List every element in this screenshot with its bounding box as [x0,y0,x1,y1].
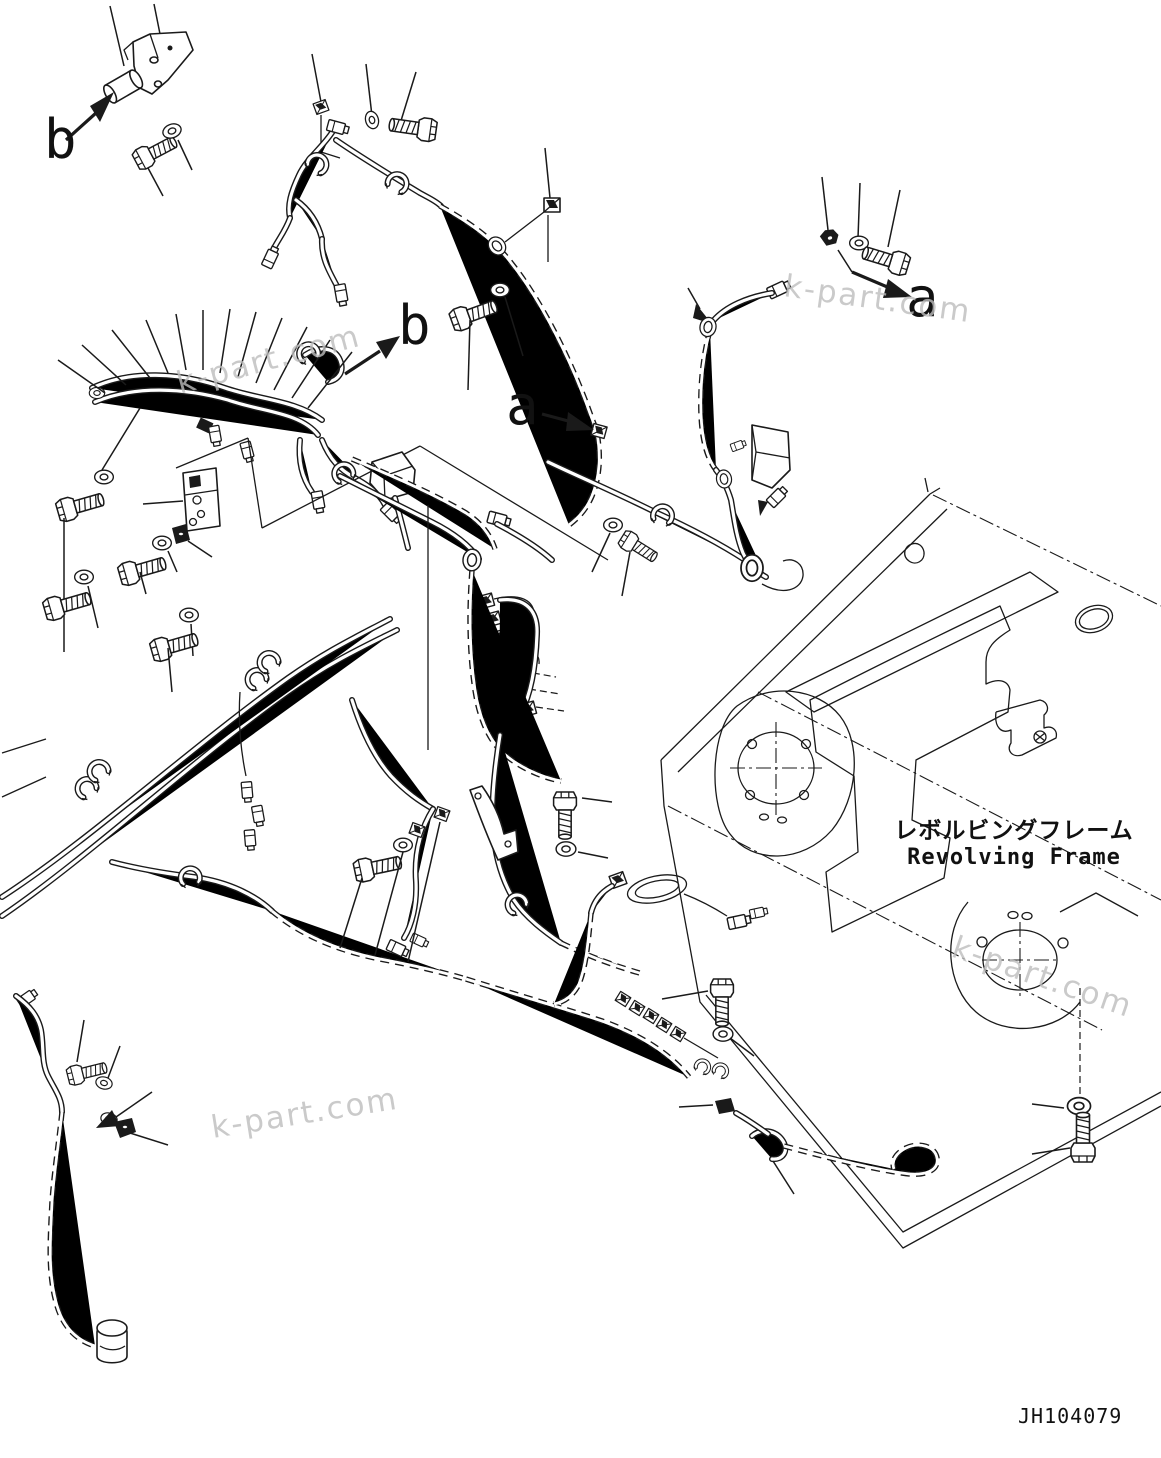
nut [817,225,842,249]
left-fastener-group [41,437,609,693]
connector [260,244,282,270]
washer [178,607,200,623]
detail-a-callout-group: a [817,176,939,329]
wire-clamp [711,1062,730,1080]
detail-b-callout-group: b [44,3,194,197]
view-b-mid-callout: b [344,294,431,376]
main-arc-harness [440,147,608,525]
watermark-text: k-part.com [173,318,365,402]
washer [93,469,115,485]
bolt [552,791,578,840]
washer [489,282,511,298]
washer [93,1074,115,1092]
view-label-a-mid: a [506,374,539,437]
harness-clip [590,422,608,440]
mid-right-fasteners [548,462,745,597]
bolt [1070,1111,1096,1163]
harness-clip [312,98,330,116]
connector [250,804,266,828]
connector [726,912,753,931]
bolt [386,112,439,144]
drawing-number: JH104079 [1018,1404,1122,1428]
ring-terminal [88,386,106,400]
callout-leaders [57,308,353,471]
washer [73,569,95,585]
view-b-arrow-top [90,92,114,122]
bolt [616,528,662,567]
revolving-frame: レボルビングフレーム Revolving Frame [660,477,1161,1249]
eyelet-loop [626,874,688,904]
relay-box [751,424,791,489]
washer [1066,1096,1092,1116]
connector [748,905,769,920]
central-harness-cluster [331,451,643,974]
washer [602,517,624,533]
connector [765,484,790,509]
clip-black [715,1098,735,1114]
connector [207,424,223,448]
view-label-a-right: a [906,266,939,329]
washer [151,535,173,551]
harness-clip [433,805,451,823]
watermark-text: k-part.com [209,1081,401,1146]
bolt [41,586,95,623]
connector [239,440,256,464]
frame-bolt-group [1031,1096,1096,1163]
bolt [54,487,108,524]
washer [712,1026,734,1042]
right-harness-branch [687,278,804,592]
bottom-bracket-group [339,785,613,963]
washer [392,837,414,853]
grommet [461,547,483,573]
view-a-mid-callout: a [506,374,594,437]
bottom-center-wire-group [554,870,937,1195]
watermark-text: k-part.com [782,268,974,330]
harness-clip [543,197,561,213]
bottom-left-cable-group [16,987,169,1364]
frame-label-english: Revolving Frame [907,845,1121,870]
wire-clamp [693,1058,712,1076]
connector [240,780,254,804]
grommet [740,553,764,583]
frame-label-japanese: レボルビングフレーム [894,817,1133,844]
watermark-text: k-part.com [947,930,1137,1025]
bolt [148,627,202,664]
washer [160,120,184,142]
view-label-b-mid: b [398,294,431,357]
bolt [858,240,913,278]
view-label-b-top: b [44,108,77,171]
lower-left-harness [2,619,689,1077]
connector [729,438,748,453]
connector [333,282,350,308]
washer [555,841,577,857]
top-harness-group [260,53,441,308]
connector [243,828,257,852]
cap-plug [103,69,144,104]
washer [362,109,382,131]
